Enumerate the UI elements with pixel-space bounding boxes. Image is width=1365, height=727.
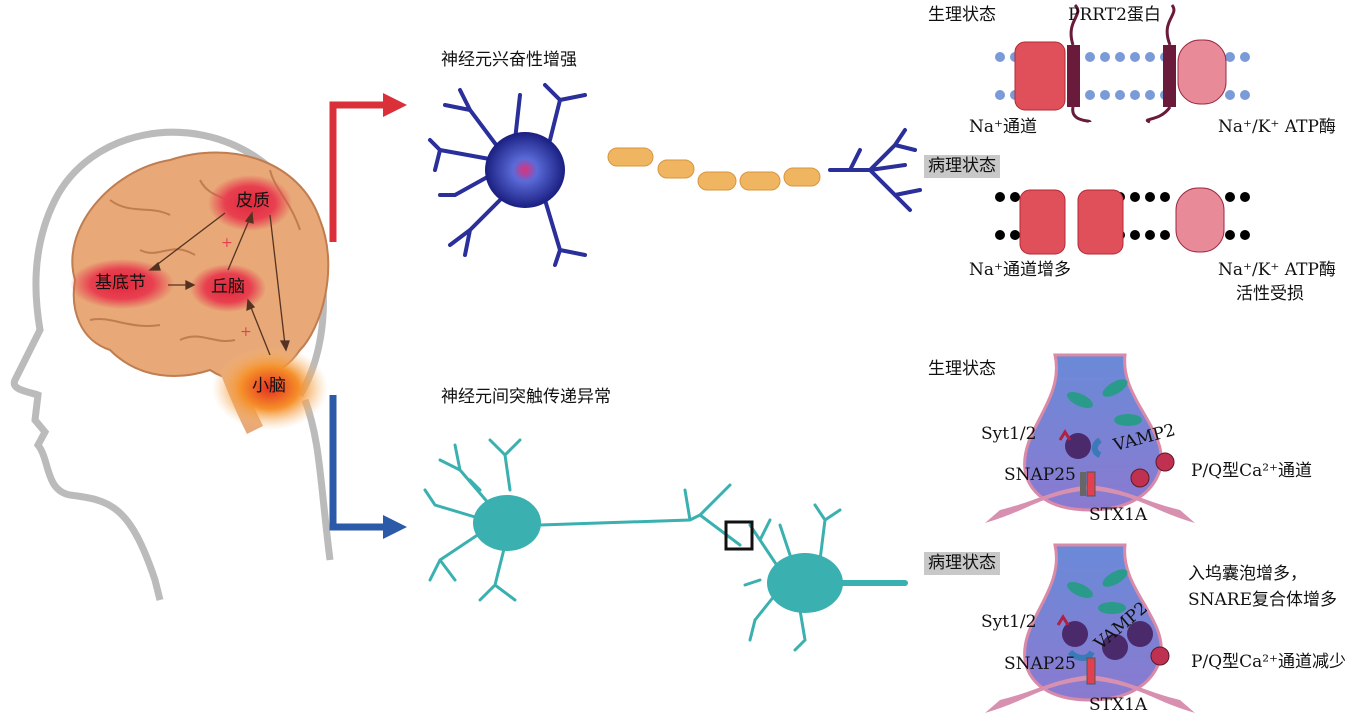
membrane-pathological	[995, 187, 1250, 255]
na-k-atpase-label: Na⁺/K⁺ ATP酶	[1218, 260, 1336, 280]
physiological-label: 生理状态	[928, 5, 996, 25]
snap25-label: SNAP25	[1004, 654, 1076, 674]
synapse-pathological	[985, 543, 1195, 713]
excitability-title: 神经元兴奋性增强	[441, 50, 577, 70]
plus-sign: +	[221, 235, 233, 251]
synaptic-neurons	[423, 438, 908, 652]
snare-label: SNARE复合体增多	[1188, 590, 1338, 610]
blue-arrow	[329, 395, 385, 531]
red-arrow	[329, 101, 385, 242]
region-basal-ganglia: 基底节	[95, 273, 146, 293]
physiological-label: 生理状态	[928, 359, 996, 379]
plus-sign: +	[240, 324, 252, 340]
prrt2-label: PRRT2蛋白	[1068, 5, 1161, 25]
docked-vesicles-label: 入坞囊泡增多，	[1188, 564, 1307, 584]
atpase-impaired-label: 活性受损	[1236, 284, 1304, 304]
na-k-atpase-label: Na⁺/K⁺ ATP酶	[1218, 117, 1336, 137]
pathological-label: 病理状态	[924, 552, 1000, 575]
ca-channel-decrease-label: P/Q型Ca²⁺通道减少	[1191, 652, 1347, 672]
stx1a-label: STX1A	[1089, 505, 1148, 525]
snap25-label: SNAP25	[1004, 465, 1076, 485]
stx1a-label: STX1A	[1089, 695, 1148, 715]
synapse-physiological	[985, 353, 1195, 523]
synaptic-title: 神经元间突触传递异常	[441, 387, 611, 407]
zoom-box	[724, 520, 754, 551]
na-channel-label: Na⁺通道	[969, 117, 1037, 137]
region-cortex: 皮质	[236, 191, 270, 211]
membrane-physiological	[995, 3, 1250, 124]
ca-channel-label: P/Q型Ca²⁺通道	[1191, 461, 1313, 481]
region-thalamus: 丘脑	[211, 277, 245, 297]
excitable-neuron	[428, 83, 922, 267]
na-channel-increase-label: Na⁺通道增多	[969, 260, 1071, 280]
pathological-label: 病理状态	[924, 155, 1000, 178]
myelin-sheaths	[607, 147, 821, 191]
region-cerebellum: 小脑	[252, 376, 286, 396]
syt-label: Syt1/2	[981, 424, 1037, 444]
syt-label: Syt1/2	[981, 612, 1037, 632]
